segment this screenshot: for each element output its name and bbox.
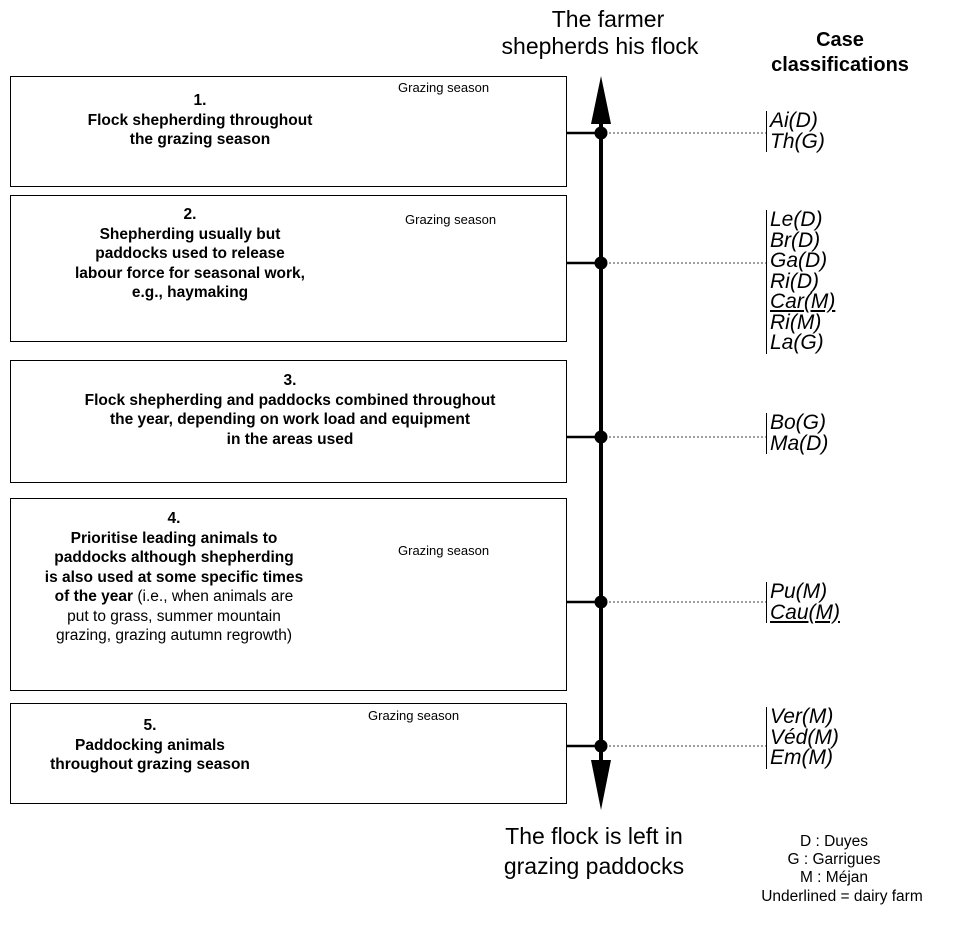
strategy-4-line4-normal: (i.e., when animals are: [133, 588, 294, 605]
strategy-5-line1: Paddocking animals: [75, 736, 225, 754]
strategy-4-text: 4. Prioritise leading animals to paddock…: [16, 509, 332, 646]
strategy-2-line4: e.g., haymaking: [131, 284, 249, 301]
case-code: Ri(D): [770, 269, 819, 293]
season-label-1: Grazing season: [398, 80, 490, 95]
case-header-line1: Case: [816, 29, 864, 51]
connector-2: [567, 256, 768, 270]
case-code: Le(D): [770, 208, 823, 231]
strategy-box-2: [10, 195, 567, 342]
legend-underline-note: Underlined = dairy farm: [761, 888, 923, 905]
case-code: La(G): [770, 331, 824, 354]
legend-mejan: M : Méjan: [799, 869, 869, 886]
strategy-2-number: 2.: [183, 206, 197, 223]
strategy-3-line3: in the areas used: [226, 430, 354, 448]
strategy-2-text: 2. Shepherding usually but paddocks used…: [40, 205, 340, 303]
case-code: Ga(D): [770, 249, 828, 272]
case-codes-4: Pu(M)Cau(M): [766, 580, 841, 624]
strategy-box-5: [10, 703, 567, 804]
strategy-4-number: 4.: [167, 510, 181, 527]
strategy-1-number: 1.: [193, 92, 207, 109]
axis-bottom-line2: grazing paddocks: [503, 853, 685, 879]
case-header-line2: classifications: [771, 54, 909, 76]
strategy-1-text: 1. Flock shepherding throughout the graz…: [80, 91, 320, 150]
case-code: Ri(M): [770, 310, 822, 334]
strategy-2-line3: labour force for seasonal work,: [75, 264, 305, 282]
strategy-4-line6: grazing, grazing autumn regrowth): [55, 627, 293, 644]
case-code: Ver(M): [770, 705, 834, 728]
axis-top-line2: shepherds his flock: [501, 33, 699, 59]
connector-4: [567, 595, 768, 609]
case-code: Br(D): [770, 228, 821, 252]
case-codes-2: Le(D)Br(D)Ga(D)Ri(D)Car(M)Ri(M)La(G): [766, 208, 836, 354]
connector-3: [567, 430, 768, 444]
connector-1: [567, 126, 768, 140]
strategy-3-text: 3. Flock shepherding and paddocks combin…: [20, 371, 560, 449]
case-code: Ma(D): [770, 431, 829, 455]
strategy-3-number: 3.: [283, 372, 297, 389]
season-label-2: Grazing season: [405, 212, 497, 227]
case-code: Bo(G): [770, 411, 827, 434]
strategy-2-line1: Shepherding usually but: [99, 225, 281, 243]
case-codes-5: Ver(M)Véd(M)Em(M): [766, 705, 839, 769]
strategy-5-text: 5. Paddocking animals throughout grazing…: [30, 716, 270, 775]
axis-top-line1: The farmer: [551, 6, 665, 32]
legend: D : Duyes G : Garrigues M : Méjan: [744, 833, 924, 887]
strategy-box-4: [10, 498, 567, 691]
strategy-1-line2: the grazing season: [129, 131, 271, 148]
axis-bottom-line1: The flock is left in: [505, 823, 683, 849]
strategy-4-line2: paddocks although shepherding: [54, 549, 294, 566]
case-code: Em(M): [770, 746, 833, 769]
axis-top-label: The farmer shepherds his flock: [502, 6, 708, 60]
strategy-1-line1: Flock shepherding throughout: [87, 111, 313, 129]
strategy-5-line2: throughout grazing season: [50, 756, 250, 773]
case-code: Th(G): [770, 129, 825, 153]
case-code: Pu(M): [770, 580, 828, 603]
strategy-3-line1: Flock shepherding and paddocks combined …: [84, 391, 496, 409]
legend-garrigues: G : Garrigues: [787, 851, 881, 868]
strategy-4-line5: put to grass, summer mountain: [67, 607, 281, 625]
case-codes-3: Bo(G)Ma(D): [766, 411, 829, 455]
case-codes-1: Ai(D)Th(G): [766, 109, 825, 153]
connector-5: [567, 739, 768, 753]
strategy-box-1: [10, 76, 567, 187]
strategy-4-line4-bold: of the year: [54, 588, 134, 605]
case-code: Ai(D): [770, 109, 818, 132]
strategy-4-line3: is also used at some specific times: [44, 568, 304, 586]
strategy-5-number: 5.: [143, 717, 157, 734]
season-label-5: Grazing season: [368, 708, 460, 723]
case-code: Car(M): [770, 290, 836, 313]
strategy-2-line2: paddocks used to release: [95, 245, 285, 262]
strategy-box-3: [10, 360, 567, 483]
strategy-4-line1: Prioritise leading animals to: [70, 529, 278, 547]
case-code: Véd(M): [770, 725, 839, 749]
season-label-4: Grazing season: [398, 543, 490, 558]
strategy-3-line2: the year, depending on work load and equ…: [110, 411, 470, 428]
case-code: Cau(M): [770, 600, 841, 624]
legend-duyes: D : Duyes: [799, 833, 869, 850]
case-classifications-header: Case classifications: [760, 28, 920, 78]
axis-bottom-label: The flock is left in grazing paddocks: [462, 823, 726, 880]
